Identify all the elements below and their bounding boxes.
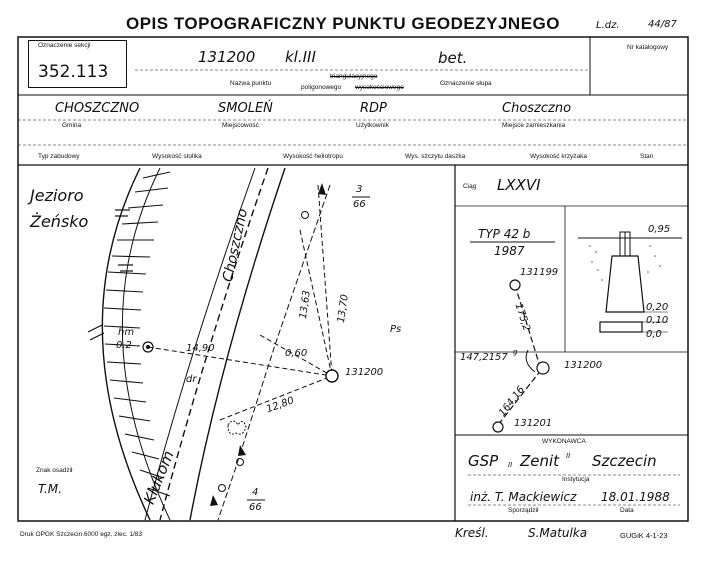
depth-0-95: 0,95 <box>648 224 671 235</box>
depth-0-10: 0,10 <box>646 315 669 326</box>
trav-point-1: 131199 <box>520 267 559 278</box>
gmina-value: CHOSZCZNO <box>55 101 140 116</box>
print-info: Druk OPGK Szczecin 6000 egz. zlec. 1/83 <box>20 531 143 538</box>
section-box <box>28 40 127 88</box>
gmina-label: Gmina <box>62 122 82 129</box>
data-label: Data <box>620 507 634 514</box>
miejsc-label: Miejscowość <box>222 122 259 129</box>
user-value: RDP <box>360 101 387 116</box>
col-typ: Typ zabudowy <box>38 153 80 160</box>
type-wysok: wysokościowego <box>355 84 404 91</box>
col-stan: Stan <box>640 153 654 160</box>
point-marker <box>325 369 339 383</box>
map-lake-2: Żeńsko <box>30 212 89 231</box>
trav-point-3: 131201 <box>514 418 553 429</box>
kresl-label: Kreśl. <box>455 526 489 540</box>
ref-south-den: 66 <box>249 502 262 513</box>
ldz-label: L.dz. <box>596 20 620 31</box>
sign-label: Znak osadził <box>36 467 73 474</box>
col-daszek: Wys. szczytu daszka <box>405 153 466 160</box>
type-triang: triangulacyjnego <box>330 73 378 80</box>
place-value: Choszczno <box>502 101 572 116</box>
map-dr: dr <box>186 374 197 385</box>
form-title: OPIS TOPOGRAFICZNY PUNKTU GEODEZYJNEGO <box>126 14 560 33</box>
point-class: kl.III <box>285 48 316 66</box>
col-stolik: Wysokość stolika <box>152 153 202 160</box>
exec-label: WYKONAWCA <box>542 438 586 445</box>
ref-south-num: 4 <box>252 487 259 498</box>
exec-zenit-sub: II <box>566 452 571 460</box>
exec-date: 18.01.1988 <box>601 490 670 504</box>
trav-point-2: 131200 <box>564 360 603 371</box>
trav-angle-unit: g <box>513 348 518 356</box>
ldz-value: 44/87 <box>648 19 677 30</box>
trav-angle: 147,2157 <box>460 352 508 363</box>
col-krzyzak: Wysokość krzyżaka <box>530 153 588 160</box>
mark-type: TYP 42 b <box>478 227 531 241</box>
ref-north-den: 66 <box>353 199 366 210</box>
depth-0-20: 0,20 <box>646 302 669 313</box>
place-label: Miejsce zamieszkania <box>502 122 566 129</box>
exec-zenit: Zenit <box>520 452 560 470</box>
depth-0-0: 0,0 <box>646 329 662 340</box>
sign-value: T.M. <box>38 482 62 496</box>
miejsc-value: SMOLEŃ <box>218 101 273 116</box>
inst-label: Instytucja <box>562 476 590 483</box>
catalog-label: Nr katalogowy <box>627 44 669 51</box>
dist-14-90: 14,90 <box>186 343 215 354</box>
form-code: GUGiK 4-1-23 <box>620 531 668 540</box>
map-hm: hm <box>118 327 135 338</box>
col-heliotrop: Wysokość heliotropu <box>283 153 343 160</box>
pillar-label: Oznaczenie słupa <box>440 80 492 87</box>
point-pillar: bet. <box>438 49 468 67</box>
exec-company-sub: II <box>508 461 513 469</box>
map-ps: Ps <box>390 324 402 335</box>
section-label: Oznaczenie sekcji <box>38 42 91 49</box>
user-label: Użytkownik <box>356 122 389 129</box>
point-number: 131200 <box>198 48 256 66</box>
kresl-name: S.Matulka <box>528 526 588 540</box>
ref-north-num: 3 <box>356 184 363 195</box>
map-point-number: 131200 <box>345 367 384 378</box>
exec-city: Szczecin <box>592 452 657 470</box>
map-hm-value: 0,2 <box>116 340 132 351</box>
map-lake: Jezioro <box>30 186 84 205</box>
type-polig: poligonowego <box>301 84 342 91</box>
mark-year: 1987 <box>494 244 525 258</box>
ciag-label: Ciąg <box>463 183 477 190</box>
section-value: 352.113 <box>38 62 109 82</box>
sporz-label: Sporządził <box>508 507 539 514</box>
dist-0-60: 0,60 <box>285 348 308 359</box>
ciag-value: LXXVI <box>497 176 541 194</box>
exec-person: inż. T. Mackiewicz <box>470 490 577 504</box>
name-label: Nazwa punktu <box>230 80 272 87</box>
exec-company: GSP <box>468 452 499 470</box>
